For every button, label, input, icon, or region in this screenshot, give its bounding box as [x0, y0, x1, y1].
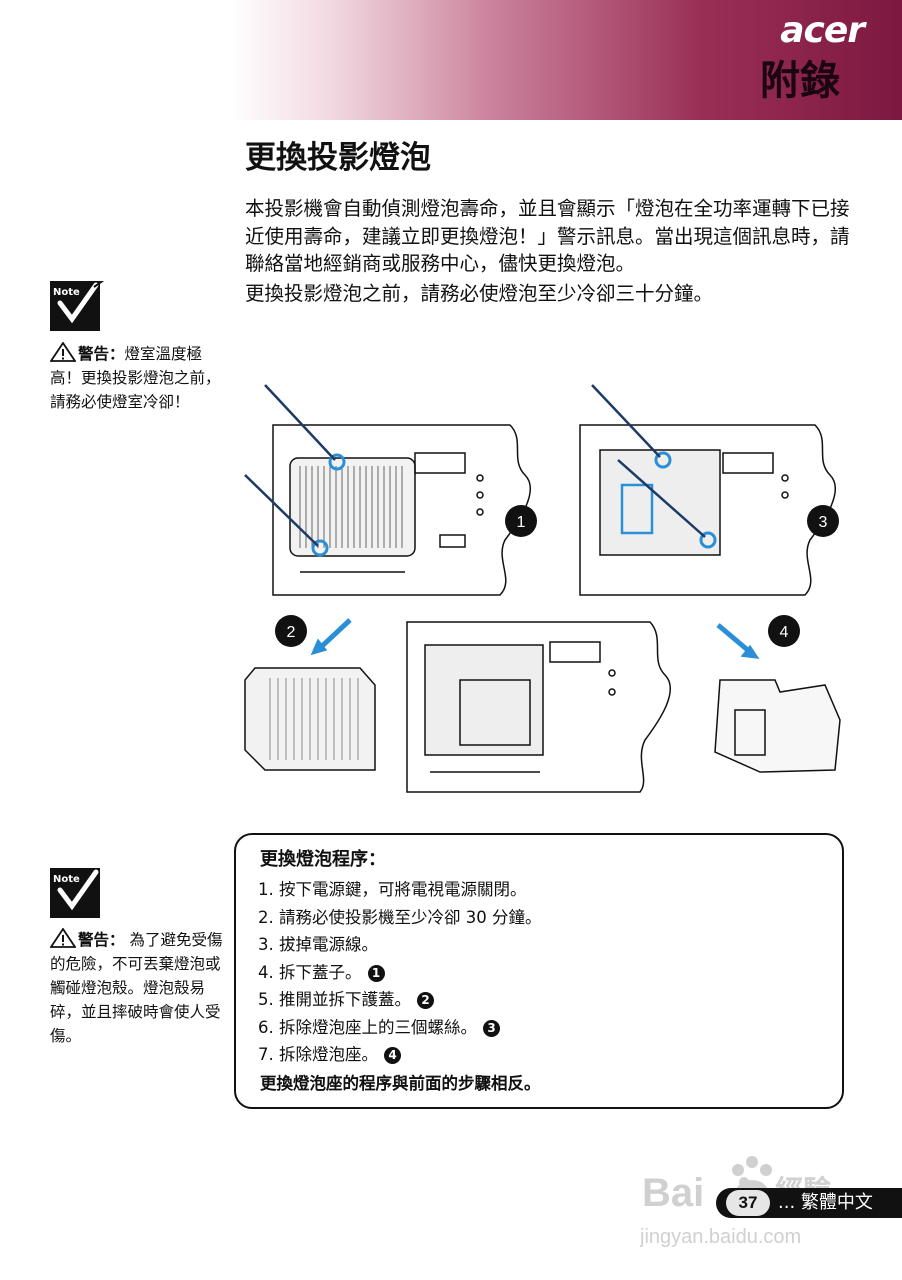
intro-paragraph: 本投影機會自動偵測燈泡壽命，並且會顯示「燈泡在全功率運轉下已接近使用壽命，建議立…	[245, 197, 850, 275]
svg-text:Bai: Bai	[642, 1171, 704, 1215]
step-badge: 4	[384, 1047, 401, 1064]
lamp-replacement-figure: 1 2 3 4	[244, 384, 841, 793]
svg-text:jingyan.baidu.com: jingyan.baidu.com	[640, 1226, 801, 1248]
procedure-step: 5. 推開並拆下護蓋。2	[258, 986, 541, 1014]
step-badge: 2	[417, 992, 434, 1009]
warning-lamp-hot: 警告：燈室溫度極高！更換投影燈泡之前，請務必使燈室冷卻！	[50, 342, 230, 414]
projector-panel-lamp-exposed	[406, 621, 671, 793]
svg-text:3: 3	[819, 514, 828, 531]
warning-triangle-icon	[50, 928, 76, 948]
header-band	[230, 0, 902, 120]
warning-triangle-icon	[50, 342, 76, 362]
section-label: 附錄	[760, 58, 840, 104]
procedure-title: 更換燈泡程序：	[260, 849, 386, 870]
warning-label: 警告：	[78, 931, 125, 949]
procedure-step: 3. 拔掉電源線。	[258, 935, 378, 954]
step-marker-4: 4	[768, 615, 800, 647]
note-icon: Note	[50, 868, 100, 918]
page-title: 更換投影燈泡	[245, 140, 431, 176]
projector-panel-step1	[244, 384, 531, 596]
cooldown-paragraph: 更換投影燈泡之前，請務必使燈泡至少冷卻三十分鐘。	[245, 282, 714, 305]
step-badge: 3	[483, 1019, 500, 1037]
warning-text: 為了避免受傷的危險，不可丟棄燈泡或觸碰燈泡殼。燈泡殼易碎，並且摔破時會使人受傷。	[50, 931, 223, 1045]
note-icon: Note	[50, 281, 105, 331]
warning-text: 燈室溫度極高！更換投影燈泡之前，請務必使燈室冷卻！	[50, 345, 221, 411]
step-marker-2: 2	[275, 615, 307, 647]
procedure-box: 更換燈泡程序： 1. 按下電源鍵，可將電視電源關閉。 2. 請務必使投影機至少冷…	[234, 833, 844, 1109]
checkmark-icon	[57, 869, 99, 911]
procedure-step: 2. 請務必使投影機至少冷卻 30 分鐘。	[258, 907, 542, 927]
procedure-step: 6. 拆除燈泡座上的三個螺絲。3	[258, 1014, 541, 1042]
step-badge: 1	[367, 964, 385, 982]
acer-logo: acer	[780, 10, 865, 51]
footer-page-tab: 37 ... 繁體中文	[716, 1188, 902, 1218]
procedure-steps: 1. 按下電源鍵，可將電視電源關閉。 2. 請務必使投影機至少冷卻 30 分鐘。…	[258, 876, 541, 1069]
page-number: 37	[726, 1190, 770, 1216]
step-marker-1: 1	[505, 505, 537, 537]
warning-broken-lamp: 警告： 為了避免受傷的危險，不可丟棄燈泡或觸碰燈泡殼。燈泡殼易碎，並且摔破時會使…	[50, 928, 230, 1048]
procedure-step: 4. 拆下蓋子。1	[258, 959, 541, 987]
svg-text:4: 4	[780, 624, 789, 641]
lamp-module-step4	[714, 623, 841, 773]
projector-panel-step3	[579, 384, 836, 596]
checkmark-icon	[57, 281, 105, 324]
warning-label: 警告：	[78, 345, 125, 363]
procedure-step: 7. 拆除燈泡座。4	[258, 1041, 541, 1069]
procedure-closing: 更換燈泡座的程序與前面的步驟相反。	[260, 1074, 541, 1093]
procedure-step: 1. 按下電源鍵，可將電視電源關閉。	[258, 880, 527, 899]
footer-language: ... 繁體中文	[778, 1192, 873, 1213]
svg-text:1: 1	[517, 514, 526, 531]
step-marker-3: 3	[807, 505, 839, 537]
lamp-cover-step2	[244, 618, 376, 771]
svg-text:2: 2	[287, 624, 296, 641]
